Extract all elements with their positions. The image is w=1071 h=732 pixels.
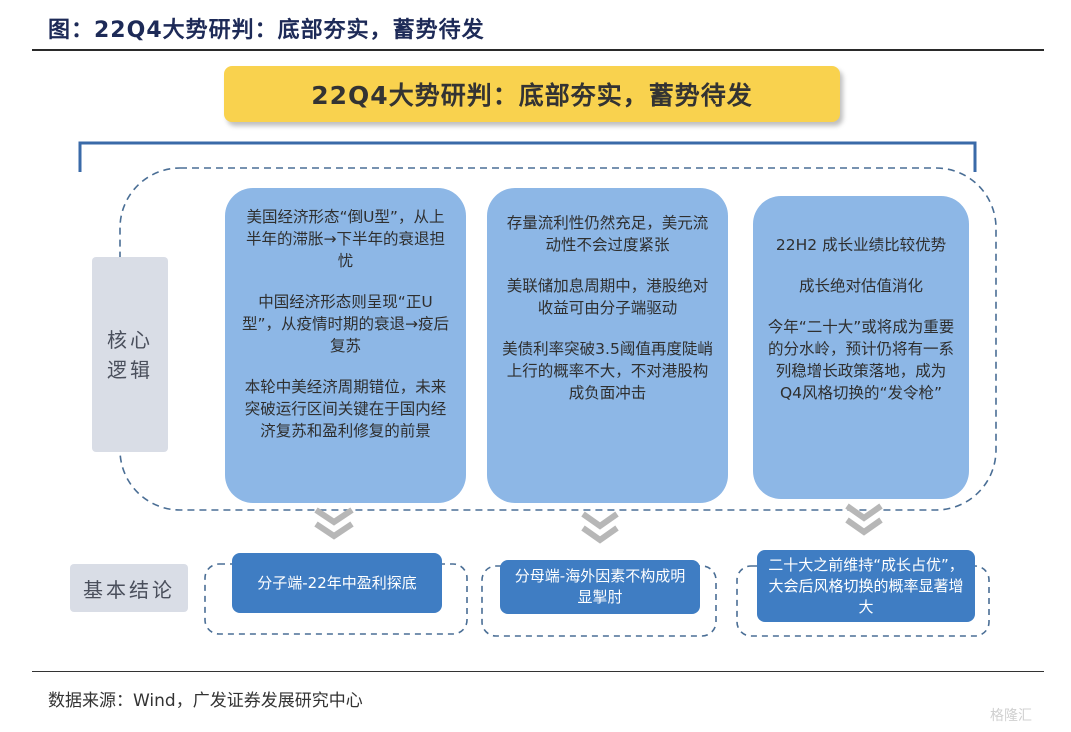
figure-title: 图：22Q4大势研判：底部夯实，蓄势待发 bbox=[48, 18, 485, 43]
chevron-down-icon bbox=[581, 511, 619, 544]
top-rule bbox=[32, 49, 1044, 51]
conclusion-frame-1 bbox=[204, 563, 468, 635]
bottom-rule bbox=[32, 671, 1044, 672]
chevron-down-icon bbox=[845, 503, 883, 536]
chevron-down-icon bbox=[314, 507, 354, 540]
basic-conclusion-label: 基本结论 bbox=[70, 564, 188, 612]
core-logic-label-line: 核心 bbox=[107, 327, 153, 352]
logic-card-liquidity: 存量流利性仍然充足，美元流动性不会过度紧张 美联储加息周期中，港股绝对收益可由分… bbox=[487, 188, 728, 503]
card-text: 美国经济形态“倒U型”，从上半年的滞胀→下半年的衰退担忧 bbox=[246, 208, 445, 270]
logic-card-growth-style: 22H2 成长业绩比较优势 成长绝对估值消化 今年“二十大”或将成为重要的分水岭… bbox=[753, 196, 969, 499]
bracket bbox=[78, 141, 977, 172]
card-text: 中国经济形态则呈现“正U型”，从疫情时期的衰退→疫后复苏 bbox=[241, 293, 450, 355]
conclusion-numerator: 分子端-22年中盈利探底 bbox=[232, 553, 442, 613]
card-text: 本轮中美经济周期错位，未来突破运行区间关键在于国内经济复苏和盈利修复的前景 bbox=[244, 378, 447, 440]
source-note: 数据来源：Wind，广发证券发展研究中心 bbox=[48, 691, 363, 711]
conclusion-style-switch: 二十大之前维持“成长占优”，大会后风格切换的概率显著增大 bbox=[757, 550, 975, 622]
watermark: 格隆汇 bbox=[990, 708, 1032, 724]
card-text: 成长绝对估值消化 bbox=[798, 277, 923, 295]
card-text: 今年“二十大”或将成为重要的分水岭，预计仍将有一系列稳增长政策落地，成为Q4风格… bbox=[767, 318, 955, 402]
core-logic-label: 核心 逻辑 bbox=[92, 257, 168, 452]
logic-card-us-china-cycle: 美国经济形态“倒U型”，从上半年的滞胀→下半年的衰退担忧 中国经济形态则呈现“正… bbox=[225, 188, 466, 503]
core-logic-label-line: 逻辑 bbox=[107, 357, 153, 382]
conclusion-denominator: 分母端-海外因素不构成明显掣肘 bbox=[500, 560, 700, 614]
card-text: 美联储加息周期中，港股绝对收益可由分子端驱动 bbox=[506, 277, 709, 317]
banner: 22Q4大势研判：底部夯实，蓄势待发 bbox=[224, 66, 840, 122]
card-text: 美债利率突破3.5阈值再度陡峭上行的概率不大，不对港股构成负面冲击 bbox=[502, 340, 713, 402]
card-text: 22H2 成长业绩比较优势 bbox=[775, 236, 947, 254]
card-text: 存量流利性仍然充足，美元流动性不会过度紧张 bbox=[506, 214, 709, 254]
